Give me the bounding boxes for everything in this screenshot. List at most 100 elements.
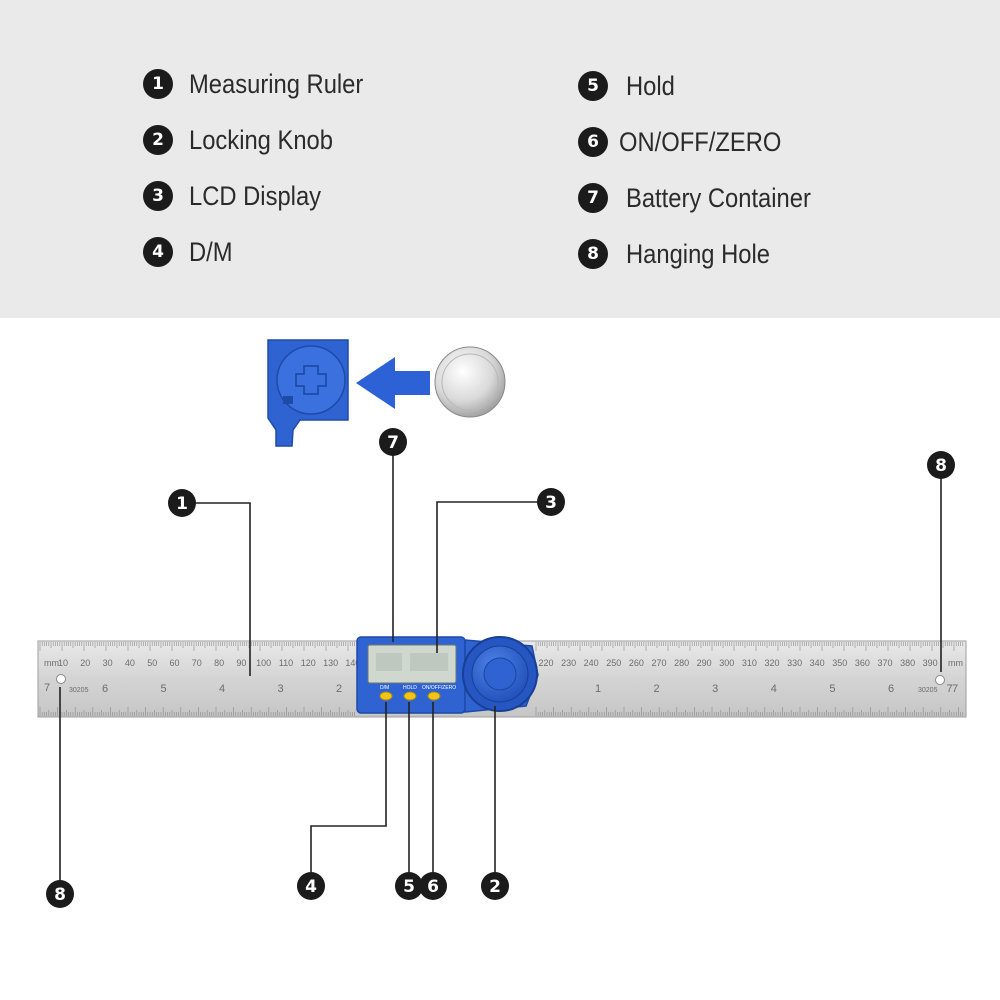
edge-label: 7 [44, 682, 50, 694]
ruler-number: 110 [279, 658, 293, 668]
model-label: 30205 [918, 687, 938, 694]
ruler-number: 300 [719, 658, 734, 668]
legend-number: 1 [143, 69, 173, 99]
ruler-number: 250 [606, 658, 621, 668]
svg-text:4: 4 [305, 877, 317, 897]
legend-label: D/M [189, 236, 233, 267]
ruler-number: 290 [697, 658, 712, 668]
legend-label: Hanging Hole [626, 238, 770, 269]
callout-2: 2 [481, 872, 509, 900]
legend-number: 6 [578, 127, 608, 157]
ruler-number: 4 [771, 683, 777, 695]
locking-knob[interactable] [462, 636, 538, 712]
ruler-number: 40 [125, 658, 135, 668]
button-label: HOLD [403, 685, 417, 691]
ruler-number: 30 [103, 658, 113, 668]
ruler-number: 3 [712, 683, 718, 695]
legend-item-on-off-zero: 6 ON/OFF/ZERO [578, 122, 804, 162]
svg-text:6: 6 [427, 877, 439, 897]
button-label: ON/OFF/ZERO [422, 685, 456, 691]
hanging-hole-right [935, 675, 945, 685]
ruler-number: 390 [923, 658, 938, 668]
svg-text:2: 2 [489, 877, 501, 897]
legend-label: ON/OFF/ZERO [619, 126, 782, 157]
legend-item-dm: 4 D/M [143, 232, 239, 272]
legend-item-hanging-hole: 8 Hanging Hole [578, 234, 790, 274]
ruler-number: 60 [169, 658, 179, 668]
edge-label: mm [44, 658, 59, 668]
legend-item-lcd-display: 3 LCD Display [143, 176, 339, 216]
ruler-number: 6 [888, 683, 894, 695]
ruler-number: 3 [277, 683, 283, 695]
callout-7: 7 [379, 428, 407, 456]
ruler-number: 7 [947, 683, 953, 695]
ruler-number: 370 [877, 658, 892, 668]
arrow-left-icon [356, 357, 430, 409]
ruler-number: 130 [323, 658, 338, 668]
ruler-number: 80 [214, 658, 224, 668]
ruler-number: 280 [674, 658, 689, 668]
legend-number: 7 [578, 183, 608, 213]
callout-3: 3 [537, 488, 565, 516]
dm-button[interactable]: D/M [379, 685, 393, 701]
button-label: D/M [380, 685, 389, 691]
svg-text:8: 8 [935, 456, 947, 476]
svg-text:8: 8 [54, 885, 66, 905]
ruler-number: 230 [561, 658, 576, 668]
legend-number: 3 [143, 181, 173, 211]
model-label: 30205 [69, 687, 89, 694]
ruler-number: 5 [160, 683, 166, 695]
callout-4: 4 [297, 872, 325, 900]
legend-label: Locking Knob [189, 124, 333, 155]
edge-label: 7 [952, 683, 958, 695]
ruler-number: 6 [102, 683, 108, 695]
callout-1: 1 [168, 489, 196, 517]
legend-number: 4 [143, 237, 173, 267]
legend-number: 2 [143, 125, 173, 155]
legend-item-battery-container: 7 Battery Container [578, 178, 836, 218]
ruler-number: 360 [855, 658, 870, 668]
ruler-number: 70 [192, 658, 202, 668]
edge-label: mm [948, 658, 963, 668]
hanging-hole-left [56, 674, 66, 684]
ruler-number: 2 [336, 683, 342, 695]
hold-button[interactable]: HOLD [403, 685, 417, 701]
ruler-number: 2 [654, 683, 660, 695]
ruler-number: 50 [147, 658, 157, 668]
svg-text:3: 3 [545, 493, 557, 513]
ruler-number: 340 [810, 658, 825, 668]
svg-text:1: 1 [176, 494, 188, 514]
ruler-number: 4 [219, 683, 225, 695]
ruler-number: 330 [787, 658, 802, 668]
legend-label: Measuring Ruler [189, 68, 364, 99]
legend-item-locking-knob: 2 Locking Knob [143, 120, 353, 160]
callout-8-right: 8 [927, 451, 955, 479]
legend-panel: 1 Measuring Ruler 2 Locking Knob 3 LCD D… [0, 0, 1000, 318]
legend-label: Battery Container [626, 182, 811, 213]
ruler-number: 90 [236, 658, 246, 668]
battery-cover [267, 339, 349, 447]
callout-5: 5 [395, 872, 423, 900]
ruler-number: 20 [80, 658, 90, 668]
coin-cell-battery-icon [434, 346, 506, 418]
ruler-number: 350 [832, 658, 847, 668]
ruler-number: 380 [900, 658, 915, 668]
legend-number: 5 [578, 71, 608, 101]
ruler-number: 260 [629, 658, 644, 668]
ruler-number: 220 [538, 658, 553, 668]
ruler-number: 320 [764, 658, 779, 668]
product-diagram: mm 7 7 mm 30205 30205 10 20 30 40 50 60 70 80 90… [37, 339, 967, 908]
svg-text:7: 7 [387, 433, 399, 453]
ruler-number: 10 [58, 658, 68, 668]
ruler-number: 270 [651, 658, 666, 668]
legend-item-measuring-ruler: 1 Measuring Ruler [143, 64, 387, 104]
callout-6: 6 [419, 872, 447, 900]
digital-protractor-head: D/M HOLD ON/OFF/ZERO [356, 636, 539, 714]
ruler-number: 1 [595, 683, 601, 695]
on-off-zero-button[interactable]: ON/OFF/ZERO [422, 685, 456, 701]
legend-item-hold: 5 Hold [578, 66, 682, 106]
ruler-number: 100 [256, 658, 271, 668]
ruler-number: 310 [742, 658, 757, 668]
legend-label: Hold [626, 70, 675, 101]
svg-text:5: 5 [403, 877, 415, 897]
